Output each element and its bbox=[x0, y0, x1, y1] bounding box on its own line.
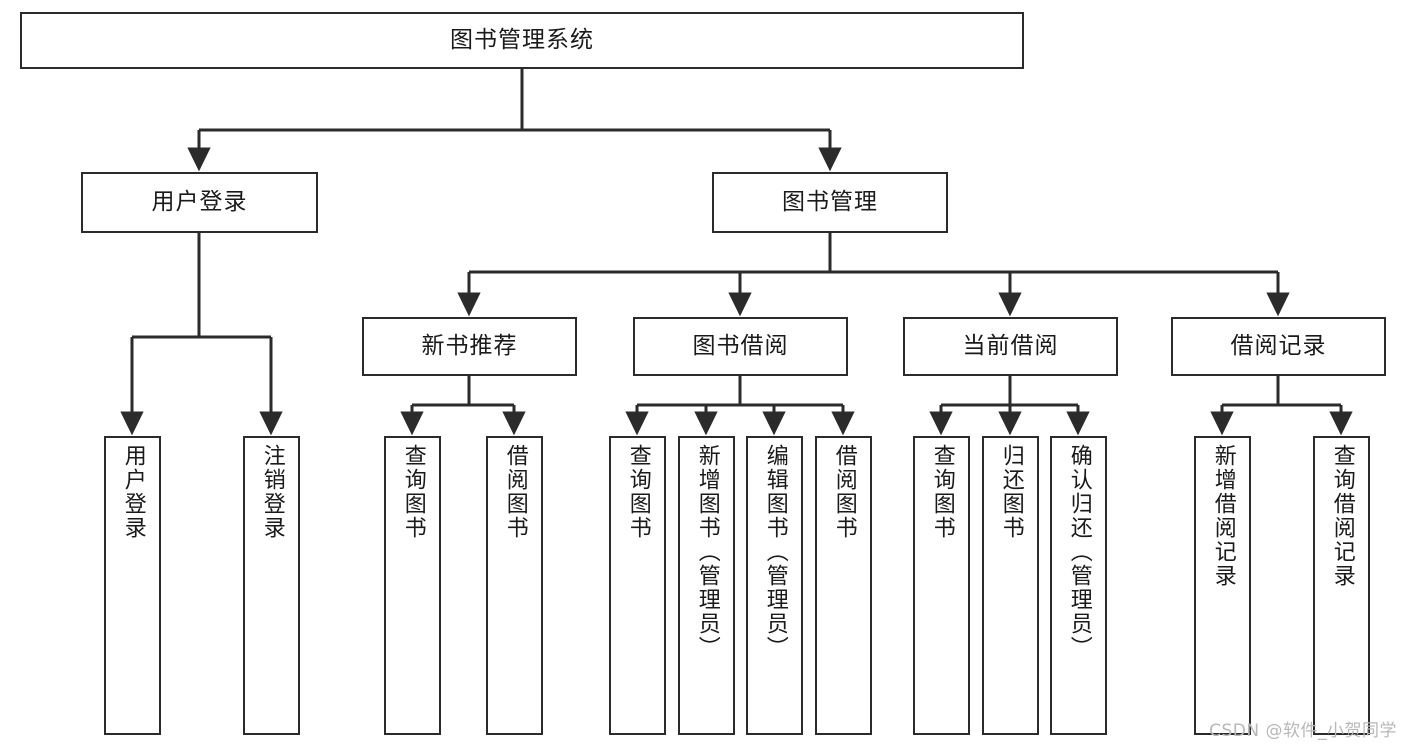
node-borrow-record[interactable]: 借阅记录 bbox=[1171, 317, 1386, 376]
leaf-query-book-3-label: 查询图书 bbox=[929, 444, 955, 540]
leaf-confirm-return[interactable]: 确认归还（管理员） bbox=[1050, 436, 1107, 735]
node-user-login-label: 用户登录 bbox=[151, 188, 248, 215]
leaf-add-book-label: 新增图书（管理员） bbox=[694, 444, 720, 660]
leaf-query-record-label: 查询借阅记录 bbox=[1329, 444, 1355, 588]
node-root[interactable]: 图书管理系统 bbox=[20, 12, 1024, 69]
node-borrow-record-label: 借阅记录 bbox=[1230, 332, 1327, 359]
leaf-return-book-label: 归还图书 bbox=[998, 444, 1024, 540]
leaf-edit-book-label: 编辑图书（管理员） bbox=[762, 444, 788, 660]
node-new-book-rec-label: 新书推荐 bbox=[421, 332, 518, 359]
leaf-query-book-2-label: 查询图书 bbox=[625, 444, 651, 540]
leaf-query-book-1-label: 查询图书 bbox=[400, 444, 426, 540]
leaf-query-book-2[interactable]: 查询图书 bbox=[609, 436, 666, 735]
leaf-borrow-book-2-label: 借阅图书 bbox=[831, 444, 857, 540]
leaf-borrow-book-1[interactable]: 借阅图书 bbox=[486, 436, 543, 735]
leaf-add-book[interactable]: 新增图书（管理员） bbox=[678, 436, 735, 735]
csdn-watermark: CSDN @软件_小贺同学 bbox=[1209, 721, 1397, 741]
node-current-borrow-label: 当前借阅 bbox=[962, 332, 1059, 359]
leaf-query-book-3[interactable]: 查询图书 bbox=[913, 436, 970, 735]
leaf-user-login[interactable]: 用户登录 bbox=[104, 436, 161, 735]
node-book-borrow-label: 图书借阅 bbox=[692, 332, 789, 359]
leaf-logout-login-label: 注销登录 bbox=[259, 444, 285, 540]
node-book-borrow[interactable]: 图书借阅 bbox=[633, 317, 848, 376]
leaf-query-book-1[interactable]: 查询图书 bbox=[384, 436, 441, 735]
leaf-logout-login[interactable]: 注销登录 bbox=[243, 436, 300, 735]
leaf-confirm-return-label: 确认归还（管理员） bbox=[1066, 444, 1092, 660]
node-current-borrow[interactable]: 当前借阅 bbox=[903, 317, 1118, 376]
leaf-add-record-label: 新增借阅记录 bbox=[1210, 444, 1236, 588]
node-user-login[interactable]: 用户登录 bbox=[81, 172, 318, 233]
node-root-label: 图书管理系统 bbox=[450, 26, 594, 53]
leaf-user-login-label: 用户登录 bbox=[120, 444, 146, 540]
leaf-return-book[interactable]: 归还图书 bbox=[982, 436, 1039, 735]
leaf-borrow-book-1-label: 借阅图书 bbox=[502, 444, 528, 540]
node-new-book-rec[interactable]: 新书推荐 bbox=[362, 317, 577, 376]
leaf-edit-book[interactable]: 编辑图书（管理员） bbox=[746, 436, 803, 735]
leaf-query-record[interactable]: 查询借阅记录 bbox=[1313, 436, 1370, 735]
leaf-add-record[interactable]: 新增借阅记录 bbox=[1194, 436, 1251, 735]
node-book-manage-label: 图书管理 bbox=[782, 188, 878, 215]
node-book-manage[interactable]: 图书管理 bbox=[712, 172, 948, 233]
leaf-borrow-book-2[interactable]: 借阅图书 bbox=[815, 436, 872, 735]
